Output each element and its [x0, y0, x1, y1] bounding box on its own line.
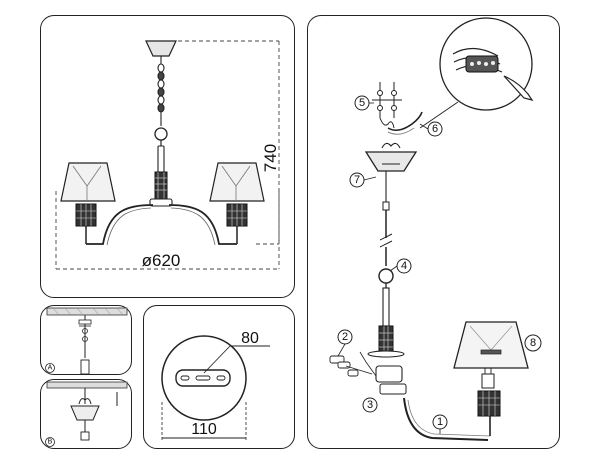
- callout-6: 6: [419, 121, 443, 137]
- arms: [86, 204, 154, 245]
- callout-1: 1: [432, 414, 448, 434]
- exploded-canopy: [364, 151, 418, 172]
- canopy-length-label: 110: [191, 421, 217, 438]
- left-shade: [60, 162, 116, 202]
- callout-5: 5: [354, 95, 374, 111]
- callout-4-text: 4: [401, 260, 407, 272]
- callout-6-text: 6: [432, 123, 438, 135]
- height-dimension-label: 740: [261, 144, 280, 172]
- overview-panel: 740 ø620: [40, 15, 295, 298]
- mounting-step-b-panel: B: [40, 379, 132, 449]
- canopy-detail-panel: 80 110: [143, 305, 295, 449]
- exploded-arm: [403, 397, 489, 441]
- callout-7-text: 7: [354, 174, 360, 186]
- overview-drawing: 740 ø620: [55, 40, 280, 270]
- diameter-dimension-label: ø620: [142, 251, 181, 270]
- callout-2-text: 2: [342, 331, 348, 343]
- mounting-step-a-drawing: A: [45, 307, 128, 375]
- callout-7: 7: [349, 172, 377, 188]
- canopy-detail-drawing: 80 110: [161, 330, 270, 442]
- step-a-label: A: [48, 365, 53, 372]
- callout-8: 8: [524, 334, 542, 352]
- mounting-step-a-panel: A: [40, 305, 132, 375]
- callout-1-text: 1: [437, 416, 443, 428]
- canopy-width-label: 80: [241, 330, 259, 347]
- canopy-shape: [145, 40, 177, 57]
- right-shade: [209, 162, 265, 202]
- assembly-panel: 1 2 3 4 5 6 7: [307, 15, 560, 449]
- callout-8-text: 8: [530, 337, 536, 349]
- step-b-label: B: [48, 439, 53, 446]
- callout-2: 2: [337, 329, 353, 357]
- suspension-ring: [378, 268, 394, 284]
- callout-4: 4: [389, 258, 412, 274]
- crystal-column: [154, 171, 168, 200]
- mounting-step-b-drawing: B: [45, 381, 128, 447]
- exploded-shade: [453, 321, 529, 369]
- supply-wires: [387, 111, 423, 132]
- assembly-drawing: 1 2 3 4 5 6 7: [329, 17, 542, 441]
- callout-3: 3: [362, 397, 378, 413]
- exploded-crystal-column: [378, 325, 394, 353]
- callout-5-text: 5: [359, 97, 365, 109]
- callout-3-text: 3: [367, 399, 373, 411]
